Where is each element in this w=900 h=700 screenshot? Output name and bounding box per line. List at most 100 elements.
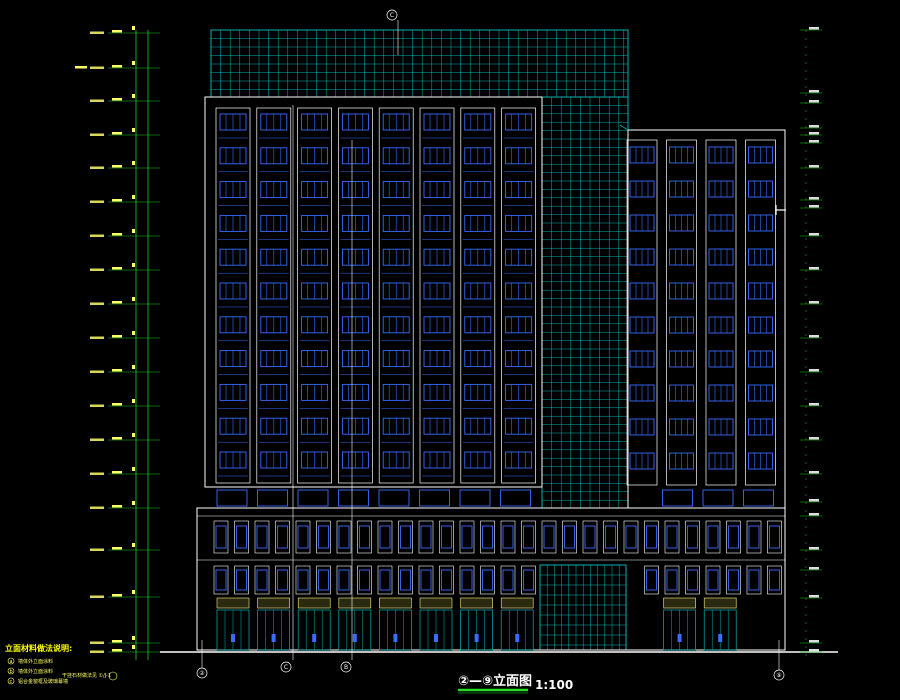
podium-window: [236, 525, 247, 549]
podium-window-frame: [623, 520, 639, 554]
window-column-frame: [338, 107, 373, 484]
window-column-frame: [378, 107, 414, 484]
level-note-mark: [90, 650, 104, 653]
material-note: 干挂石材做法见 ①/J-1: [62, 672, 111, 679]
window-column-frame: [215, 107, 251, 484]
window-array: [215, 113, 780, 642]
podium-window: [215, 525, 227, 549]
level-value-mark: [112, 547, 122, 550]
level-value-mark: [112, 403, 122, 406]
door-marker: [231, 634, 235, 642]
podium-window-frame: [459, 520, 475, 554]
podium-window-frame: [336, 520, 352, 554]
podium-window-frame: [767, 565, 782, 595]
podium-window: [523, 569, 534, 591]
dim-tick-mark: [132, 229, 135, 233]
level-note-mark: [90, 336, 104, 339]
level-note-mark: [90, 404, 104, 407]
podium-window-frame: [480, 565, 495, 595]
podium-window: [646, 569, 657, 591]
roof-edge: [619, 124, 629, 131]
podium-window-frame: [316, 520, 331, 554]
podium-window: [400, 525, 411, 549]
svg-text:铝合金窗框及玻璃幕墙: 铝合金窗框及玻璃幕墙: [18, 678, 68, 685]
podium-window: [318, 569, 329, 591]
level-value-mark: [809, 403, 819, 406]
podium-window: [707, 525, 719, 549]
podium-window-frame: [644, 520, 659, 554]
svg-text:墙体外立面涂料: 墙体外立面涂料: [18, 658, 53, 665]
axis-label-b: B: [344, 664, 348, 671]
transfer-window: [743, 489, 774, 507]
level-value-mark: [809, 437, 819, 440]
podium-window-frame: [275, 565, 290, 595]
level-note-mark: [90, 234, 104, 237]
podium-window: [584, 525, 596, 549]
podium-window: [297, 569, 309, 591]
level-note-mark: [90, 595, 104, 598]
podium-window: [523, 525, 534, 549]
level-value-mark: [809, 369, 819, 372]
axis-label-c-bottom: C: [284, 664, 288, 671]
level-value-mark: [809, 205, 819, 208]
legend-item: c 铝合金窗框及玻璃幕墙: [7, 677, 68, 685]
window-column-frame: [745, 139, 776, 486]
dim-tick-mark: [132, 263, 135, 267]
podium-window: [379, 525, 391, 549]
podium-window-frame: [644, 565, 659, 595]
dim-tick-mark: [132, 94, 135, 98]
level-note-mark: [90, 99, 104, 102]
podium-window: [236, 569, 247, 591]
curtain-wall-strip: [541, 96, 629, 509]
shop-sign: [500, 597, 534, 609]
transfer-window: [662, 489, 693, 507]
dim-tick-mark: [132, 297, 135, 301]
level-note-mark: [90, 268, 104, 271]
svg-text:墙体外立面涂料: 墙体外立面涂料: [18, 668, 53, 675]
transfer-window: [378, 489, 410, 507]
window-column-frame: [501, 107, 536, 484]
podium-window: [441, 525, 452, 549]
podium-window-frame: [377, 565, 393, 595]
level-note-mark: [90, 133, 104, 136]
podium-window-frame: [705, 565, 721, 595]
podium-window-frame: [398, 565, 413, 595]
shop-sign: [460, 597, 493, 609]
axis-label-c-top: C: [390, 12, 394, 19]
podium-window: [502, 569, 514, 591]
podium-window-frame: [521, 565, 536, 595]
detail-callout-icon: [108, 671, 118, 681]
level-value-mark: [112, 594, 122, 597]
podium-window: [297, 525, 309, 549]
transfer-window: [338, 489, 369, 507]
level-note-mark: [90, 506, 104, 509]
dim-tick-mark: [132, 195, 135, 199]
level-value-mark: [112, 437, 122, 440]
podium-window: [359, 569, 370, 591]
podium-window: [441, 569, 452, 591]
podium-window-frame: [439, 565, 454, 595]
level-value-mark: [809, 197, 819, 200]
window-column-frame: [419, 107, 455, 484]
level-note-mark: [90, 548, 104, 551]
podium-window-frame: [726, 520, 741, 554]
podium-window: [256, 525, 268, 549]
axis-markers: [196, 9, 785, 681]
transfer-window: [257, 489, 288, 507]
window-column-frame: [256, 107, 292, 484]
dim-tick-mark: [132, 399, 135, 403]
level-note-mark: [75, 66, 87, 69]
dim-tick-mark: [132, 590, 135, 594]
podium-window: [318, 525, 329, 549]
podium-window-frame: [295, 565, 311, 595]
dim-tick-mark: [132, 636, 135, 640]
dim-tick-mark: [132, 365, 135, 369]
level-note-mark: [90, 370, 104, 373]
podium-window-frame: [480, 520, 495, 554]
level-value-mark: [112, 199, 122, 202]
podium-window: [256, 569, 268, 591]
podium-window: [461, 525, 473, 549]
podium-window-frame: [767, 520, 782, 554]
level-value-mark: [112, 369, 122, 372]
podium-window: [543, 525, 555, 549]
